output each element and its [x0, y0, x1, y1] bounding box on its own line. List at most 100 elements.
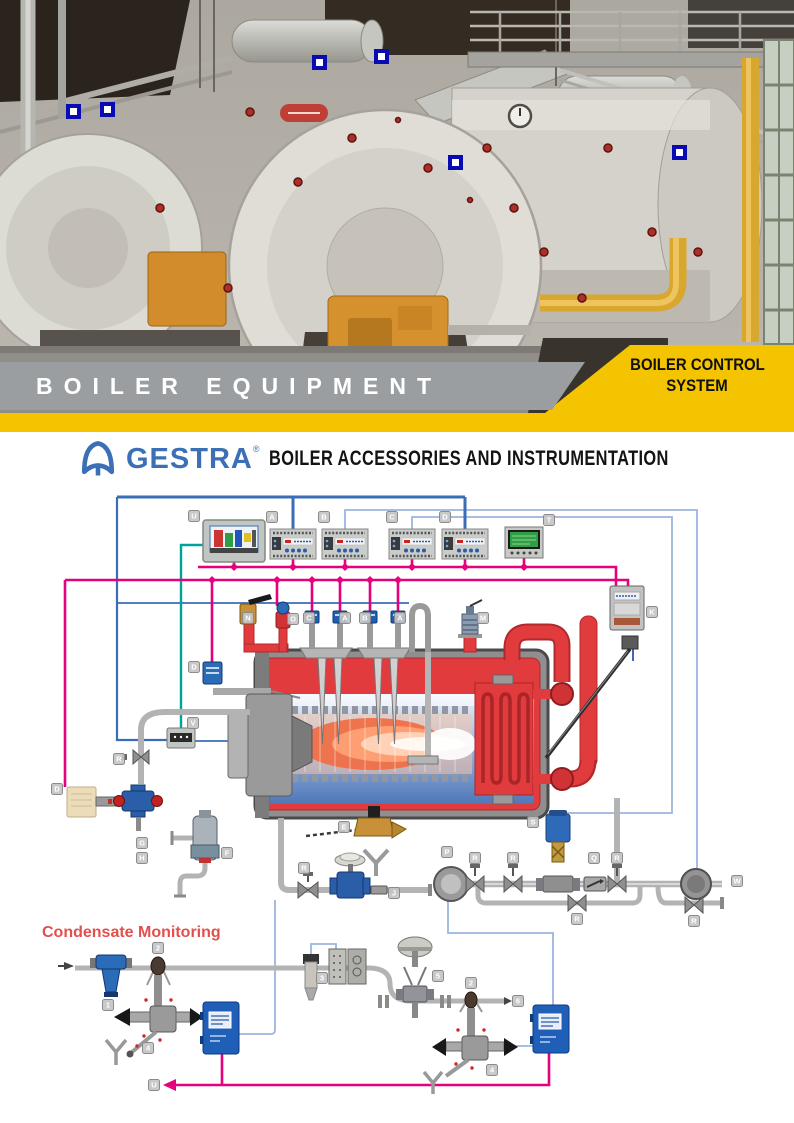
diagram-label-chip	[152, 942, 164, 954]
product-marker-icon	[66, 104, 81, 119]
air-duct	[231, 19, 373, 63]
diagram-label-chip	[439, 511, 451, 523]
diagram-label-text: D	[54, 785, 60, 794]
diagram-label-chip	[611, 852, 623, 864]
blowdown-line-valves	[297, 852, 388, 900]
diagram-label-chip	[469, 852, 481, 864]
probe-fitting	[621, 635, 639, 650]
diagram-label-text: U	[151, 1081, 156, 1090]
diagram-label-text: 5	[436, 972, 440, 981]
diagram-label-text: 4	[490, 1066, 495, 1075]
banner-boiler-control-text: BOILER CONTROL SYSTEM	[600, 354, 794, 396]
outlet-arrow	[504, 997, 512, 1005]
display-panel-t	[504, 526, 544, 559]
tds-controller-k	[544, 585, 645, 760]
diagram-label-text: M	[480, 614, 486, 623]
boiler-left	[0, 133, 240, 392]
manual-valve-r	[465, 864, 485, 894]
diagram-label-text: D	[191, 663, 197, 672]
bypass-valve-r	[567, 893, 587, 913]
condensate-monitoring-title: Condensate Monitoring	[42, 924, 221, 941]
diagram-label-chip	[359, 612, 371, 624]
handwheel	[151, 795, 163, 807]
product-marker-icon	[312, 55, 327, 70]
diagram-label-chip	[394, 612, 406, 624]
manual-valve-r	[503, 864, 523, 894]
diagram-label-chip	[102, 999, 114, 1011]
transmitter-arm	[213, 688, 271, 695]
diagram-label-chip	[187, 717, 199, 729]
control-valve-5	[396, 936, 434, 1018]
check-valve-q	[583, 876, 607, 892]
window-strip	[763, 39, 794, 345]
pink-arrowhead	[163, 1079, 176, 1091]
banner-right-line2: SYSTEM	[666, 376, 728, 395]
analyzer-box-d	[66, 786, 97, 818]
diagram-label-text: R	[472, 854, 478, 863]
diagram-label-text: 2	[156, 944, 160, 953]
banner-right-line1: BOILER CONTROL	[629, 355, 765, 374]
diagram-label-text: P	[444, 848, 449, 857]
diagram-label-text: V	[190, 719, 195, 728]
diagram-label-text: J	[392, 889, 396, 898]
controller-a	[268, 527, 318, 561]
registered-mark: ®	[252, 444, 260, 454]
diagram-label-text: R	[510, 854, 516, 863]
ceiling-shadow	[0, 0, 190, 102]
control-panel-row	[202, 519, 544, 563]
signal-bus-pink	[63, 558, 630, 1091]
diagram-label-text: C	[389, 513, 395, 522]
sampling-station	[66, 748, 163, 831]
diagram-label-chip	[507, 852, 519, 864]
diagram-label-text: T	[547, 516, 552, 525]
diagram-label-chip	[432, 970, 444, 982]
diagram-label-text: D	[442, 513, 448, 522]
needle-valve-r	[132, 748, 142, 766]
pipe-flanges	[378, 995, 451, 1008]
diagram-label-text: A	[269, 513, 275, 522]
burner-assembly	[227, 693, 313, 797]
diagram-label-chip	[51, 783, 63, 795]
pump-branch-valve-r	[684, 895, 704, 915]
sample-valve-body	[121, 790, 155, 812]
level-probes	[317, 657, 399, 745]
diagram-label-chip	[318, 511, 330, 523]
diagram-label-text: R	[574, 915, 580, 924]
pipe-joint	[550, 682, 574, 706]
banner-left-label: BOILER EQUIPMENT	[36, 373, 443, 399]
diagram-label-text: N	[245, 614, 250, 623]
condensate-controller-box	[200, 1001, 240, 1055]
level-transmitter-d	[202, 661, 223, 685]
boiler-middle	[227, 104, 543, 413]
diagram-label-chip	[527, 816, 539, 828]
mezzanine-deck	[467, 51, 794, 68]
handwheel	[113, 795, 125, 807]
diagram-label-text: R	[691, 917, 697, 926]
diagram-label-text: A	[397, 614, 403, 623]
level-gauge-pipe	[409, 602, 431, 652]
feed-control-valve-s	[536, 810, 580, 893]
diagram-label-text: H	[139, 854, 144, 863]
brand-name: GESTRA	[126, 442, 253, 475]
diagram-label-chip	[386, 511, 398, 523]
diagram-label-chip	[465, 977, 477, 989]
diagram-label-chip	[339, 612, 351, 624]
diagram-label-chip	[266, 511, 278, 523]
gestra-logo-icon	[81, 441, 115, 476]
boiler-room-photo	[0, 0, 794, 413]
inlet-arrow	[64, 962, 74, 970]
diagram-label-chip	[188, 661, 200, 673]
brand-header: GESTRA ® BOILER ACCESSORIES AND INSTRUME…	[76, 436, 782, 482]
diagram-label-chip	[148, 1079, 160, 1091]
banner-boiler-equipment: BOILER EQUIPMENT	[0, 362, 585, 410]
overhead-pipe	[0, 55, 233, 121]
control-valve-body	[336, 871, 365, 899]
diagram-label-chip	[486, 1064, 498, 1076]
diagram-label-chip	[221, 847, 233, 859]
burner-display-v	[166, 727, 196, 749]
diagram-label-text: B	[321, 513, 327, 522]
diagram-label-text: A	[342, 614, 348, 623]
diagram-label-text: 2	[469, 979, 473, 988]
diagram-label-chip	[731, 875, 743, 887]
